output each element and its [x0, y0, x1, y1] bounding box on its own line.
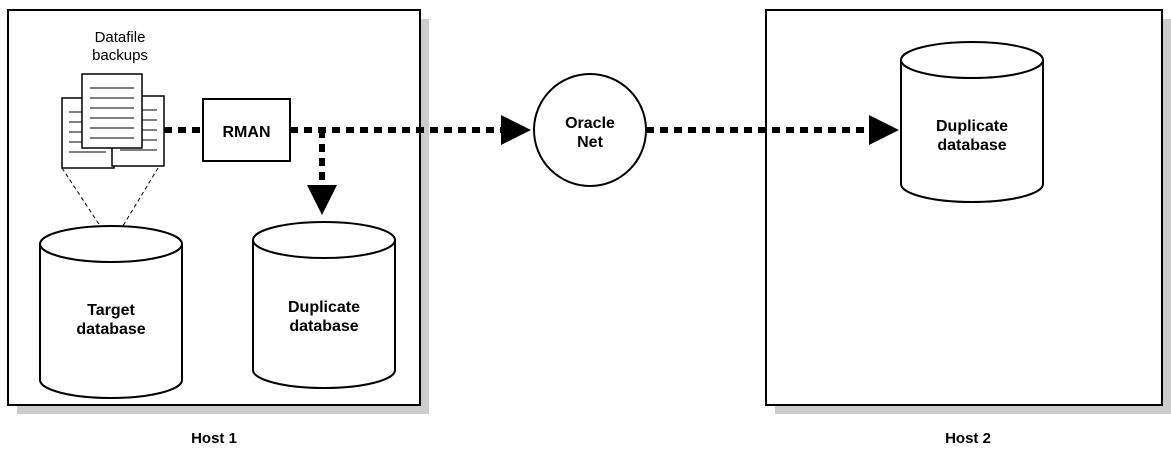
datafile-backups-label-line1: Datafile	[95, 29, 146, 46]
target-database-icon	[39, 225, 183, 399]
oracle-net-label-line2: Net	[577, 134, 603, 151]
local-duplicate-label-line2: database	[289, 318, 358, 335]
target-database-label-line1: Target	[87, 302, 135, 319]
datafile-backups-icon	[61, 73, 165, 169]
remote-duplicate-label-line1: Duplicate	[936, 118, 1008, 135]
remote-duplicate-label-line2: database	[937, 137, 1006, 154]
backup-projection-lines	[61, 167, 159, 245]
remote-duplicate-database-icon	[900, 41, 1044, 203]
local-duplicate-database-icon	[252, 221, 396, 389]
rman-box	[202, 98, 291, 162]
local-duplicate-label-line1: Duplicate	[288, 299, 360, 316]
host-1-label: Host 1	[191, 430, 237, 447]
target-database-label-line2: database	[76, 321, 145, 338]
datafile-backups-label-line2: backups	[92, 47, 148, 64]
rman-label: RMAN	[223, 124, 271, 141]
oracle-net-label-line1: Oracle	[565, 115, 615, 132]
host-2-label: Host 2	[945, 430, 991, 447]
